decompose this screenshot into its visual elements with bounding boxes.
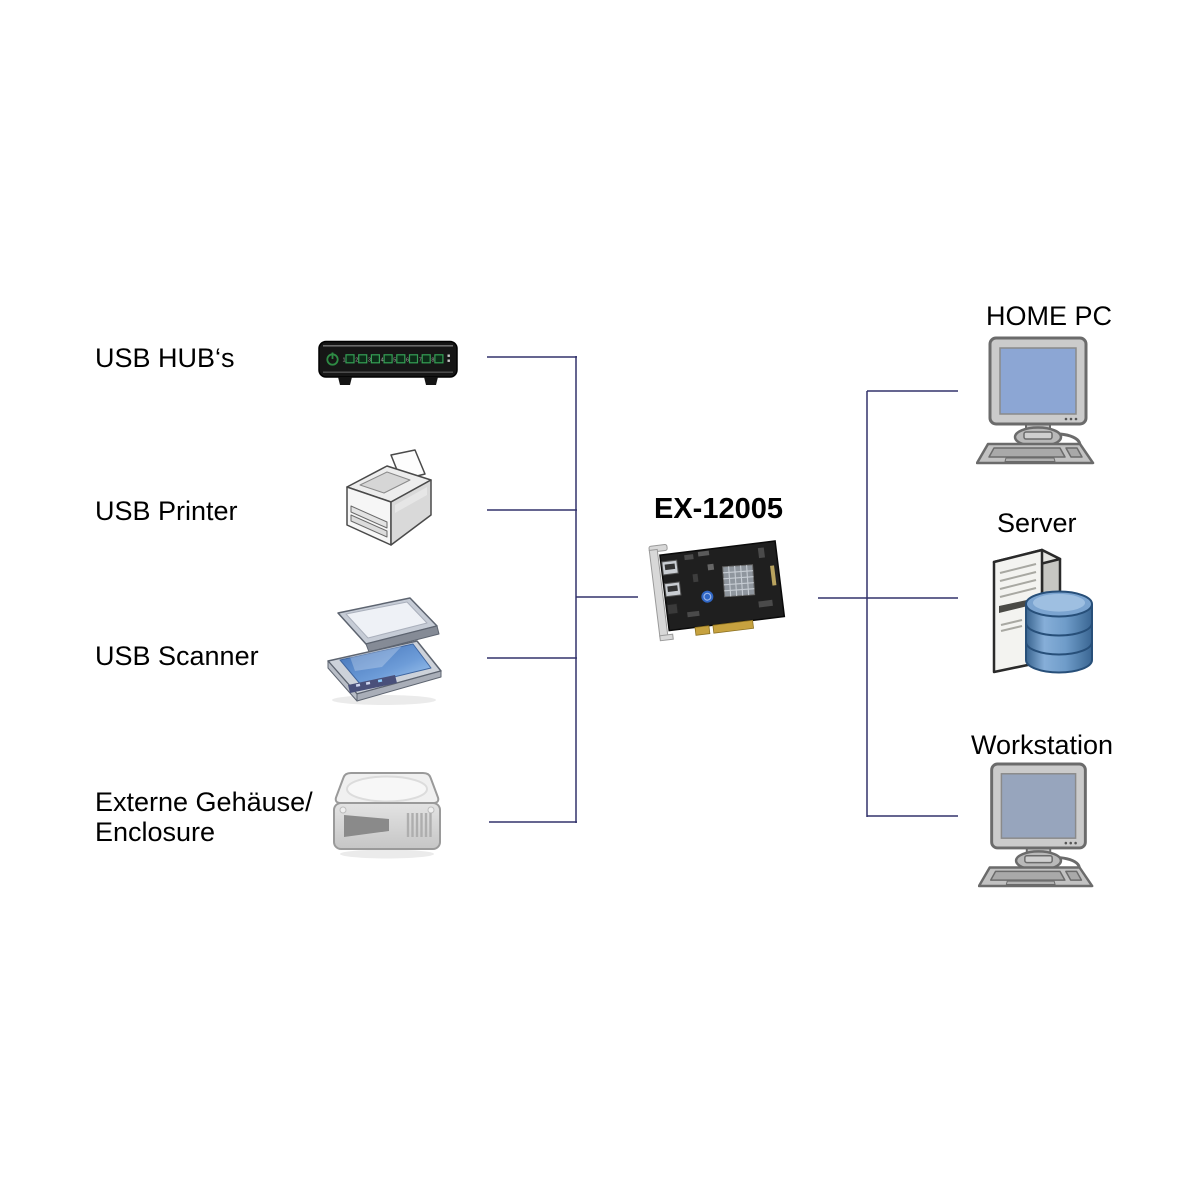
card-heatsink [722,564,756,598]
external-enclosure-icon [333,772,441,859]
workstation-keyboard [978,866,1094,888]
home-pc-icon [976,336,1095,465]
usb-hub-icon: 1 2 3 4 5 6 7 8 [318,340,458,385]
svg-text:1: 1 [343,358,346,364]
server-icon [992,548,1093,674]
svg-text:6: 6 [406,358,409,364]
usb-printer-icon [346,449,432,546]
home-pc-label: HOME PC [986,301,1113,331]
card-sticker [701,590,714,603]
server-database-icon [1025,590,1093,674]
card-components [684,547,777,618]
usb-hub-label: USB HUB‘s [95,343,235,373]
svg-text:2: 2 [355,358,358,364]
card-usb-ports [661,559,682,616]
pcie-card-icon [648,540,786,642]
enclosure-slot [344,815,389,837]
hub-power-icon [326,352,339,366]
usb-printer-label: USB Printer [95,496,238,526]
svg-text:8: 8 [431,358,434,364]
svg-text:4: 4 [381,358,384,364]
svg-text:5: 5 [393,358,396,364]
external-enclosure-label: Externe Gehäuse/ Enclosure [95,787,313,847]
svg-text:3: 3 [368,358,371,364]
svg-text:7: 7 [419,358,422,364]
workstation-icon [978,762,1094,888]
usb-scanner-label: USB Scanner [95,641,259,671]
server-label: Server [997,508,1077,538]
home-pc-screen [999,347,1077,415]
card-model-title: EX-12005 [654,493,783,525]
workstation-label: Workstation [971,730,1114,760]
usb-scanner-icon [327,597,442,705]
hub-ports: 1 2 3 4 5 6 7 8 [343,354,450,364]
card-pcie-connector [694,619,754,636]
enclosure-vents [406,813,432,837]
home-pc-keyboard [976,442,1095,465]
workstation-screen [1000,773,1077,839]
